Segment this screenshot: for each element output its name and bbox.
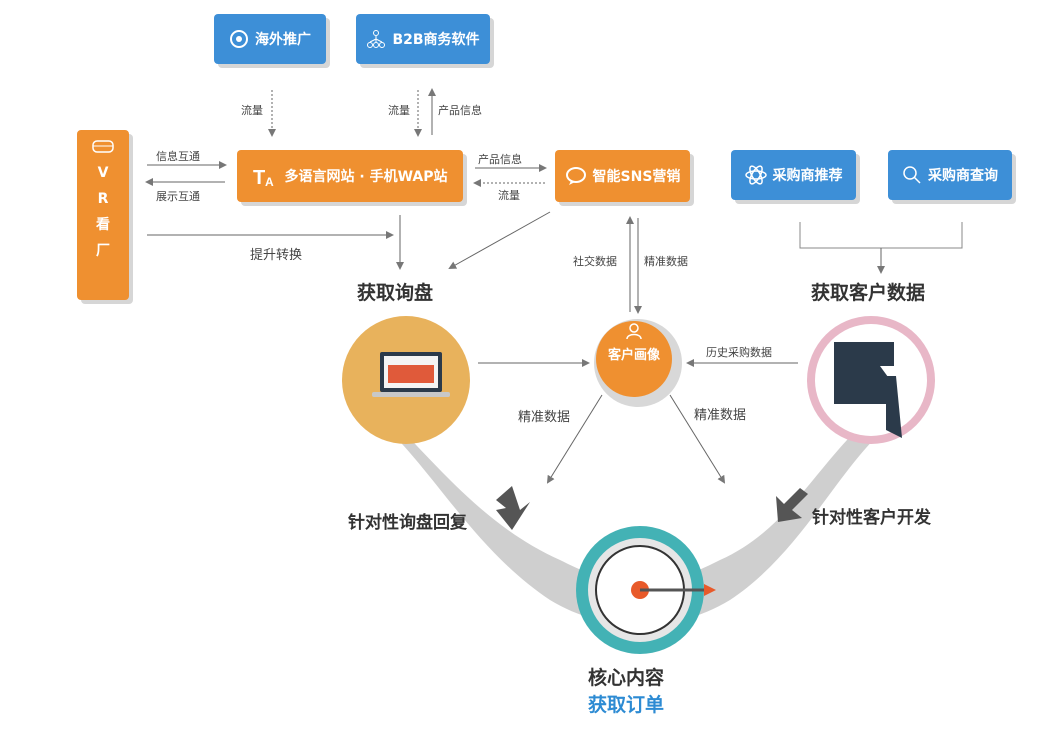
down-arrow-right [776,488,808,522]
node-b2b[interactable]: B2B商务软件 [356,14,490,64]
node-buyer-search[interactable]: 采购商查询 [888,150,1012,200]
svg-text:A: A [265,175,274,188]
node-buyer-recommend[interactable]: 采购商推荐 [731,150,856,200]
sns-label: 智能SNS营销 [592,169,681,185]
label-info-exchange: 信息互通 [156,150,200,163]
vr-char: 厂 [96,243,110,259]
label-product-info: 产品信息 [438,104,482,117]
heading-get-customer-data: 获取客户数据 [811,282,926,304]
vr-char: 看 [96,217,110,233]
node-sns[interactable]: 智能SNS营销 [555,150,690,202]
label-product-info: 产品信息 [478,153,522,166]
funnel-shape [350,380,930,625]
heading-targeted-reply: 针对性询盘回复 [348,513,467,533]
label-precise-data: 精准数据 [518,410,571,425]
vr-text: V R 看 厂 [77,160,129,264]
heading-get-order: 获取订单 [588,694,665,716]
overseas-label: 海外推广 [255,32,311,48]
label-show-exchange: 展示互通 [156,190,200,203]
user-icon [596,322,672,344]
label-traffic: 流量 [498,189,520,202]
label-history-data: 历史采购数据 [706,346,772,359]
heading-targeted-dev: 针对性客户开发 [812,508,931,528]
vr-char: R [97,191,109,207]
search-icon [902,165,922,185]
customer-profile-node[interactable]: 客户画像 [596,322,672,363]
b2b-label: B2B商务软件 [392,32,480,48]
customer-profile-label: 客户画像 [607,348,660,363]
label-traffic: 流量 [241,104,263,117]
buyer-recommend-label: 采购商推荐 [772,168,843,184]
label-improve-conversion: 提升转换 [250,248,303,263]
heading-get-inquiry: 获取询盘 [357,282,434,304]
website-label: 多语言网站 · 手机WAP站 [284,169,448,185]
down-arrow-left [496,486,530,530]
buyer-search-label: 采购商查询 [928,168,998,184]
node-overseas[interactable]: 海外推广 [214,14,326,64]
target-circle-icon [229,29,249,49]
label-social-data: 社交数据 [573,255,617,268]
label-precise-data: 精准数据 [694,408,747,423]
vr-headset-icon [92,138,114,158]
vr-char: V [97,165,109,181]
node-vr[interactable] [77,130,129,300]
label-traffic: 流量 [388,104,410,117]
heading-core-content: 核心内容 [588,667,665,689]
atom-icon [744,164,767,186]
chat-bubble-icon [565,166,587,186]
label-precise-data: 精准数据 [644,255,688,268]
svg-text:T: T [253,167,265,188]
network-icon [366,29,386,49]
